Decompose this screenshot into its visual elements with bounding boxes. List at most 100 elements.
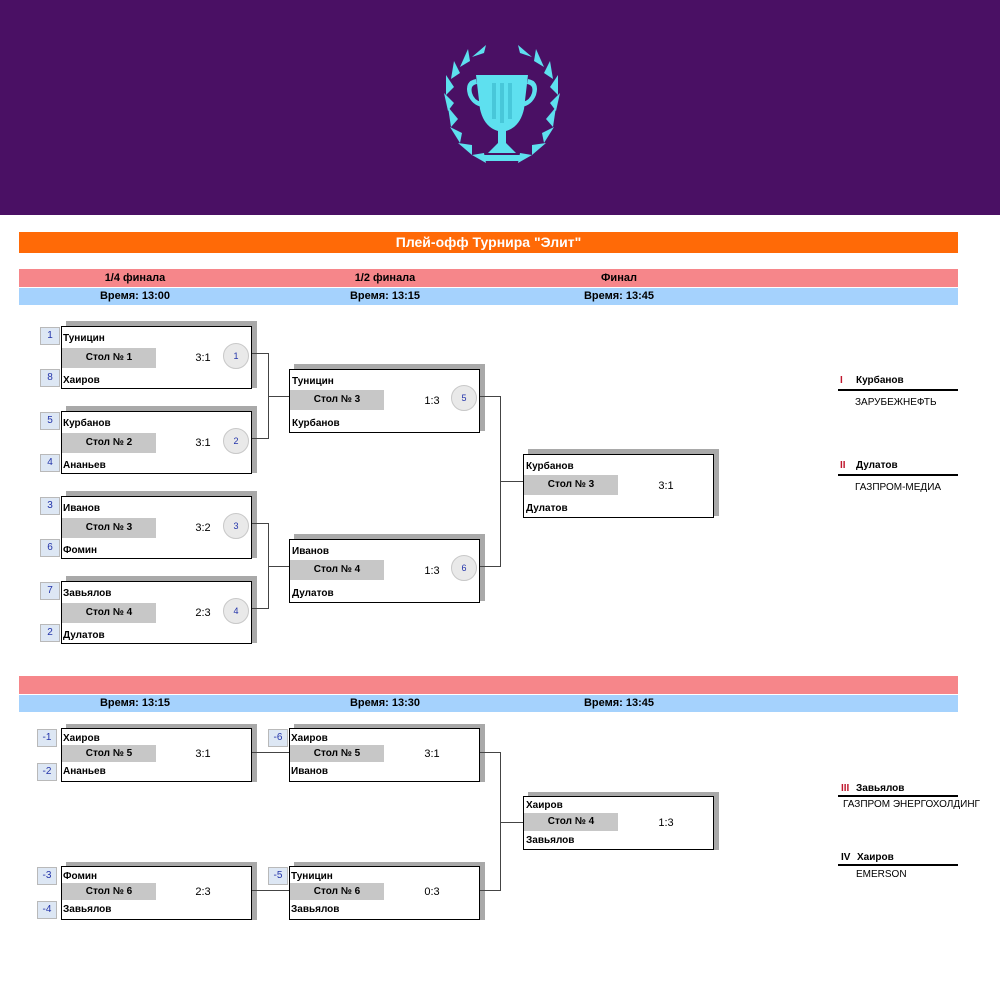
player-top: Иванов bbox=[63, 503, 101, 514]
stage-time: Время: 13:30 bbox=[349, 697, 421, 709]
time-band: Время: 13:00 Время: 13:15 Время: 13:45 bbox=[19, 288, 958, 305]
table-label: Стол № 6 bbox=[62, 883, 156, 900]
bracket-connector bbox=[252, 438, 268, 439]
match-number-badge: 2 bbox=[223, 428, 249, 454]
table-label: Стол № 2 bbox=[62, 433, 156, 453]
player-bottom: Ананьев bbox=[63, 766, 106, 777]
player-top: Курбанов bbox=[63, 418, 111, 429]
stage-time: Время: 13:15 bbox=[349, 290, 421, 302]
stage-band: 1/4 финала 1/2 финала Финал bbox=[19, 269, 958, 287]
table-label: Стол № 4 bbox=[524, 813, 618, 831]
match-number-badge: 3 bbox=[223, 513, 249, 539]
place-number: I bbox=[840, 375, 843, 386]
table-label: Стол № 3 bbox=[524, 475, 618, 495]
table-label: Стол № 6 bbox=[290, 883, 384, 900]
player-top: Фомин bbox=[63, 871, 98, 882]
seed-badge: 7 bbox=[40, 582, 60, 600]
bracket-connector bbox=[252, 608, 268, 609]
player-bottom: Дулатов bbox=[526, 503, 568, 514]
consolation-stage-band bbox=[19, 676, 958, 694]
player-top: Туницин bbox=[291, 871, 333, 882]
player-bottom: Фомин bbox=[63, 545, 98, 556]
match-number-badge: 6 bbox=[451, 555, 477, 581]
bracket-connector bbox=[500, 752, 501, 891]
match-score: 1:3 bbox=[424, 395, 440, 407]
seed-badge: 8 bbox=[40, 369, 60, 387]
table-label: Стол № 4 bbox=[62, 603, 156, 623]
table-label: Стол № 3 bbox=[290, 390, 384, 410]
place-organization: ГАЗПРОМ-МЕДИА bbox=[855, 482, 942, 493]
match-number-badge: 4 bbox=[223, 598, 249, 624]
player-bottom: Ананьев bbox=[63, 460, 106, 471]
place-underline bbox=[838, 864, 958, 866]
player-top: Туницин bbox=[63, 333, 105, 344]
player-bottom: Хаиров bbox=[63, 375, 100, 386]
match-score: 1:3 bbox=[658, 817, 674, 829]
bracket-connector bbox=[500, 481, 523, 482]
seed-badge: 1 bbox=[40, 327, 60, 345]
player-bottom: Дулатов bbox=[292, 588, 334, 599]
stage-time: Время: 13:00 bbox=[99, 290, 171, 302]
stage-name: Финал bbox=[601, 272, 637, 284]
match-score: 2:3 bbox=[195, 607, 211, 619]
place-number: II bbox=[840, 460, 846, 471]
player-top: Завьялов bbox=[63, 588, 112, 599]
match-score: 3:1 bbox=[195, 437, 211, 449]
player-bottom: Иванов bbox=[291, 766, 329, 777]
seed-badge: 3 bbox=[40, 497, 60, 515]
player-top: Туницин bbox=[292, 376, 334, 387]
stage-time: Время: 13:15 bbox=[99, 697, 171, 709]
player-bottom: Завьялов bbox=[291, 904, 340, 915]
match-number-badge: 5 bbox=[451, 385, 477, 411]
bracket-connector bbox=[252, 523, 268, 524]
place-number: IV bbox=[841, 852, 851, 863]
bracket-connector bbox=[480, 566, 500, 567]
place-number: III bbox=[841, 783, 850, 794]
bracket-connector bbox=[268, 566, 289, 567]
seed-badge: -5 bbox=[268, 867, 288, 885]
match-score: 2:3 bbox=[195, 886, 211, 898]
place-underline bbox=[838, 474, 958, 476]
seed-badge: 5 bbox=[40, 412, 60, 430]
place-organization: EMERSON bbox=[856, 869, 907, 880]
seed-badge: 2 bbox=[40, 624, 60, 642]
bracket-connector bbox=[252, 353, 268, 354]
bracket-connector bbox=[252, 752, 289, 753]
player-top: Хаиров bbox=[63, 733, 100, 744]
player-bottom: Завьялов bbox=[526, 835, 575, 846]
stage-name: 1/4 финала bbox=[104, 272, 166, 284]
match-score: 3:1 bbox=[658, 480, 674, 492]
tournament-title: Плей-офф Турнира "Элит" bbox=[19, 232, 958, 253]
table-label: Стол № 3 bbox=[62, 518, 156, 538]
stage-name: 1/2 финала bbox=[354, 272, 416, 284]
player-bottom: Дулатов bbox=[63, 630, 105, 641]
player-top: Курбанов bbox=[526, 461, 574, 472]
place-underline bbox=[838, 389, 958, 391]
seed-badge: 4 bbox=[40, 454, 60, 472]
seed-badge: -4 bbox=[37, 901, 57, 919]
place-player: Завьялов bbox=[856, 783, 905, 794]
seed-badge: -2 bbox=[37, 763, 57, 781]
player-top: Хаиров bbox=[291, 733, 328, 744]
player-top: Хаиров bbox=[526, 800, 563, 811]
table-label: Стол № 5 bbox=[290, 745, 384, 762]
seed-badge: -1 bbox=[37, 729, 57, 747]
stage-time: Время: 13:45 bbox=[583, 290, 655, 302]
place-underline bbox=[838, 795, 958, 797]
player-bottom: Завьялов bbox=[63, 904, 112, 915]
player-bottom: Курбанов bbox=[292, 418, 340, 429]
stage-time: Время: 13:45 bbox=[583, 697, 655, 709]
trophy-laurel-icon bbox=[444, 45, 560, 163]
match-score: 3:2 bbox=[195, 522, 211, 534]
seed-badge: -6 bbox=[268, 729, 288, 747]
seed-badge: -3 bbox=[37, 867, 57, 885]
bracket-connector bbox=[480, 396, 500, 397]
bracket-connector bbox=[252, 890, 289, 891]
place-player: Дулатов bbox=[856, 460, 898, 471]
match-score: 1:3 bbox=[424, 565, 440, 577]
match-score: 3:1 bbox=[195, 748, 211, 760]
match-score: 3:1 bbox=[424, 748, 440, 760]
table-label: Стол № 5 bbox=[62, 745, 156, 762]
place-player: Хаиров bbox=[857, 852, 894, 863]
table-label: Стол № 4 bbox=[290, 560, 384, 580]
